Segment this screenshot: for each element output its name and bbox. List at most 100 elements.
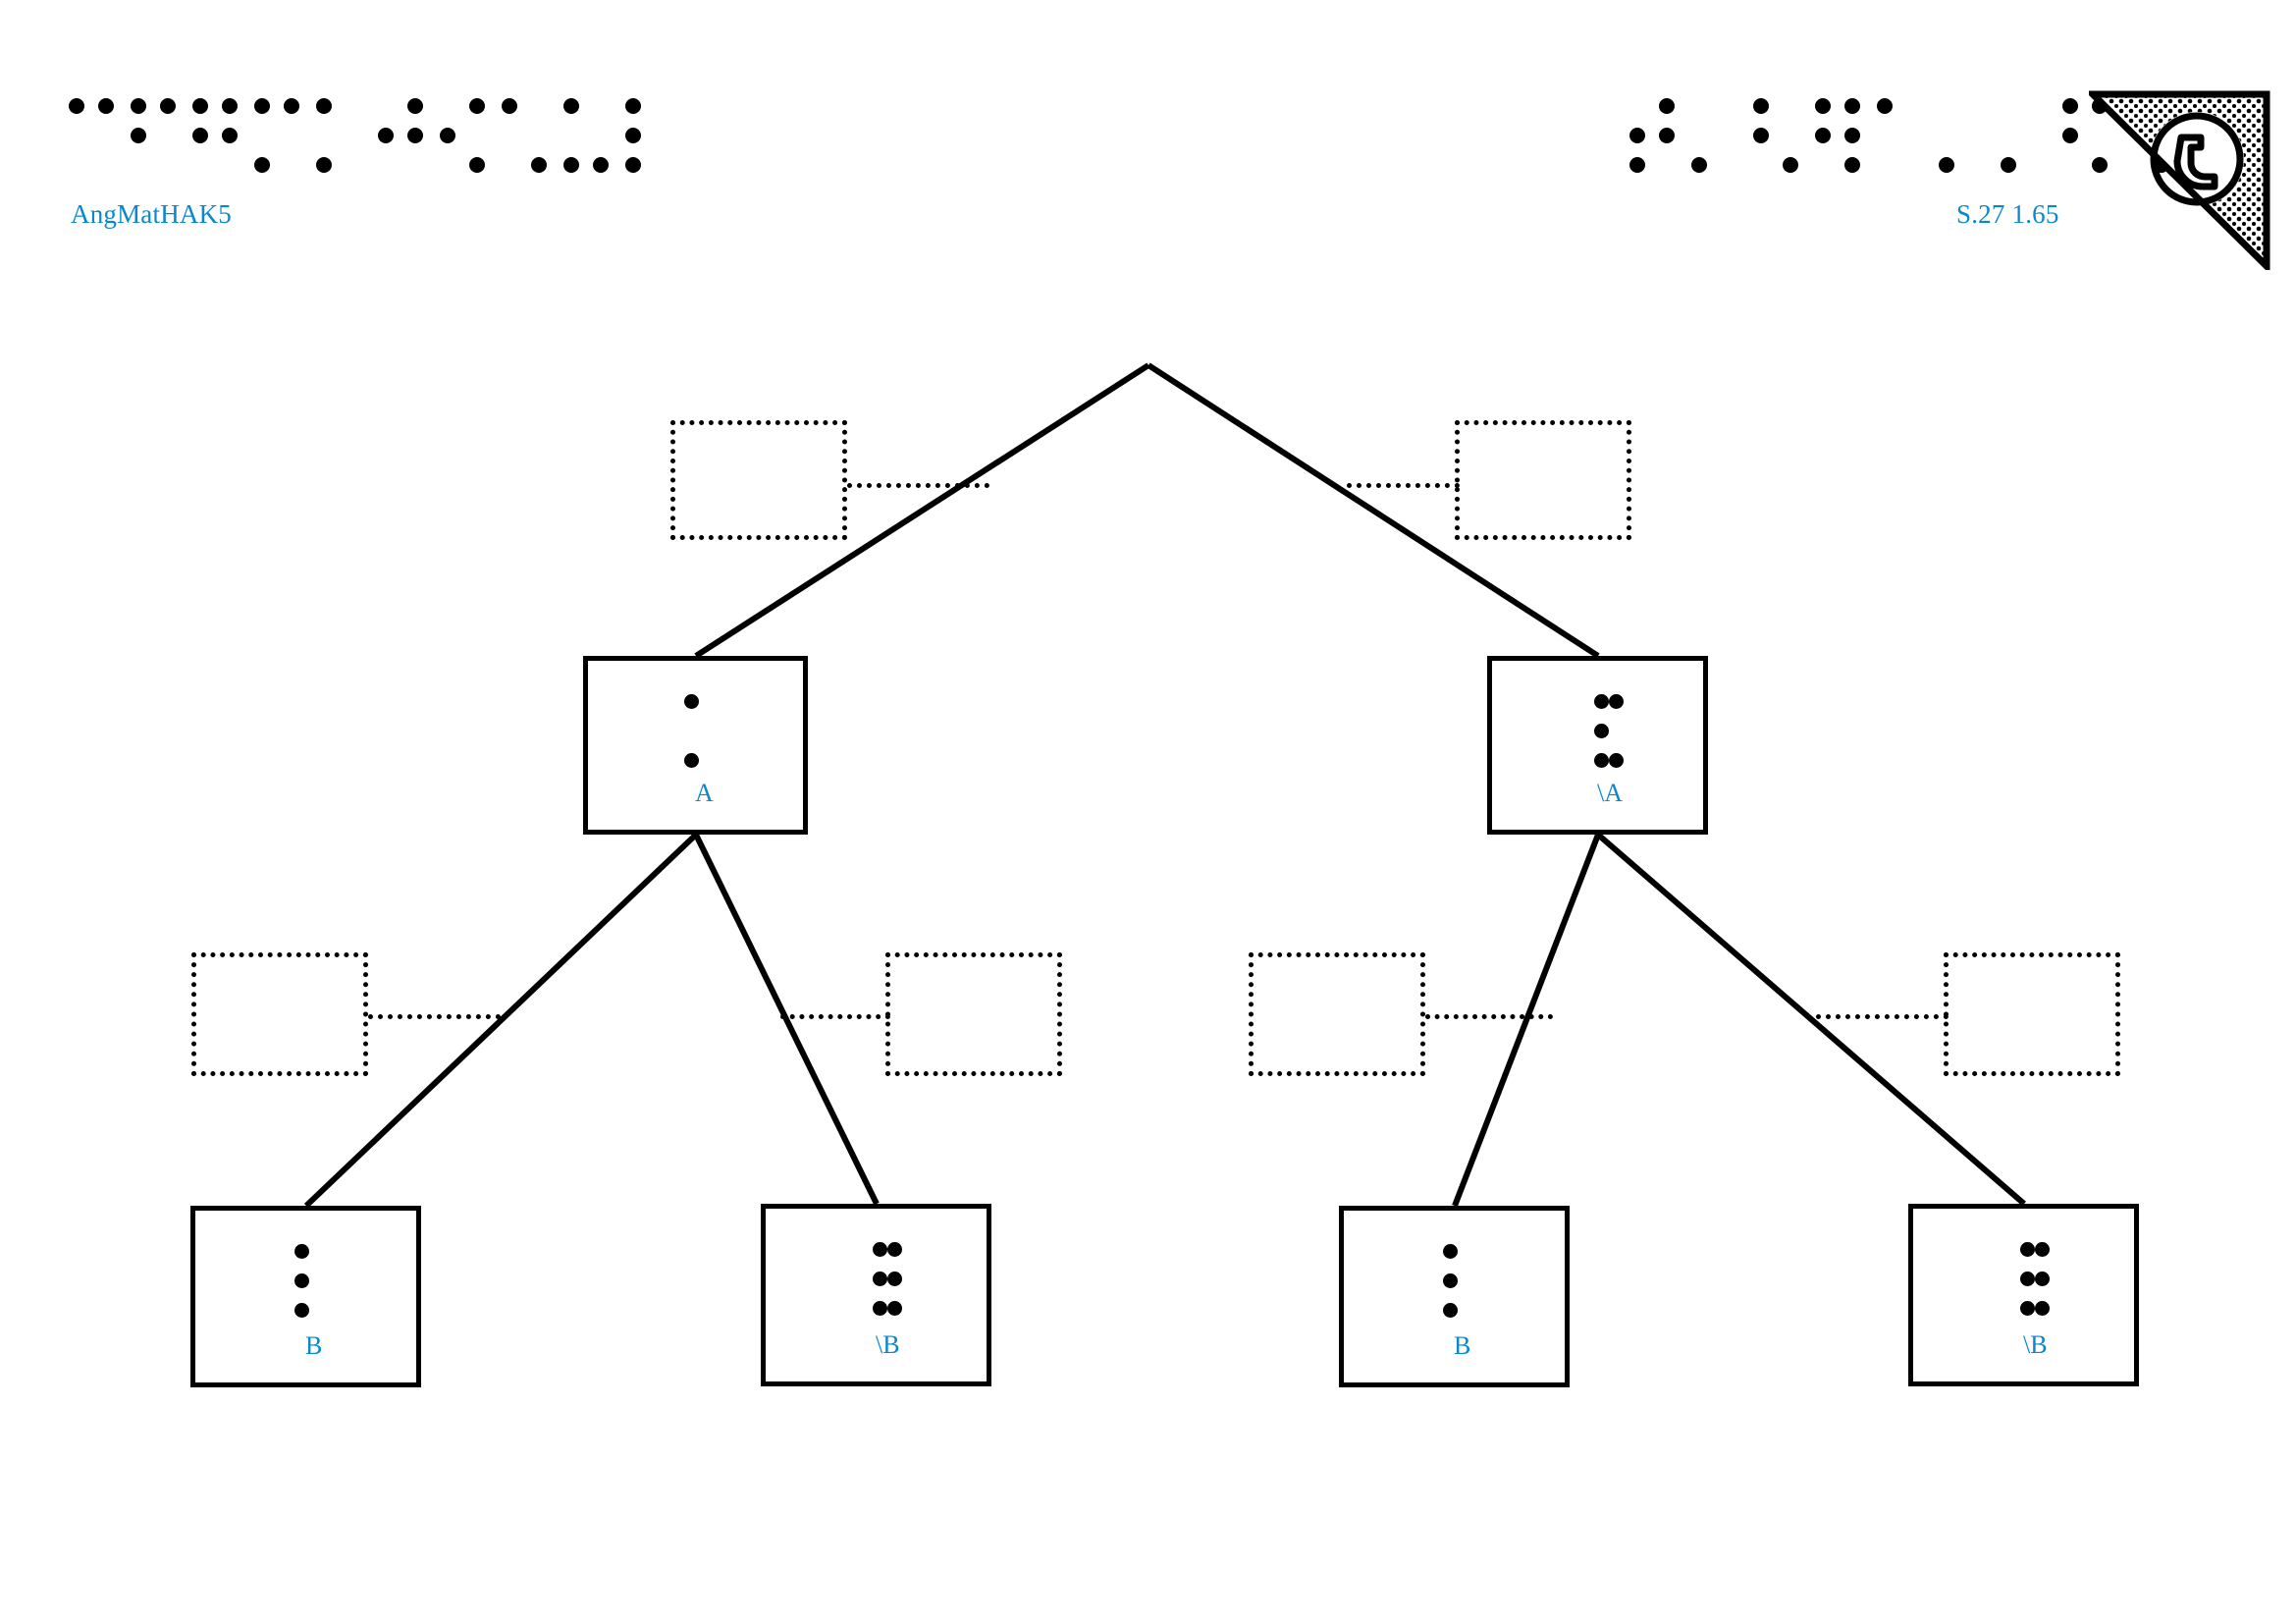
braille-cell (1815, 98, 1877, 173)
tree-node-A[interactable]: A (583, 656, 808, 835)
braille-dot-1 (684, 694, 699, 709)
braille-dot-1 (192, 98, 208, 114)
header-braille-left (69, 98, 687, 173)
braille-dot-3 (1939, 157, 1954, 173)
braille-dot-2 (131, 128, 146, 143)
node-braille (294, 1244, 339, 1318)
braille-cell (1443, 1244, 1487, 1318)
answer-box-leader-line (1816, 1014, 1949, 1019)
braille-dot-4 (1659, 98, 1675, 114)
braille-cell (843, 1242, 887, 1316)
braille-dot-3 (684, 753, 699, 768)
node-braille (1991, 1242, 2079, 1316)
node-braille (684, 694, 728, 768)
braille-cell (1691, 98, 1753, 173)
braille-dot-6 (873, 1301, 887, 1316)
braille-dot-6 (2020, 1301, 2035, 1316)
braille-dot-5 (873, 1272, 887, 1286)
braille-dot-3 (887, 1301, 902, 1316)
tree-node-B2[interactable]: B (1339, 1206, 1570, 1387)
braille-dot-3 (2001, 157, 2016, 173)
braille-dot-4 (98, 98, 114, 114)
braille-dot-3 (625, 157, 641, 173)
phone-icon-circle (2150, 112, 2244, 206)
braille-dot-6 (2092, 157, 2108, 173)
braille-cell (69, 98, 131, 173)
tree-edge (1452, 833, 1601, 1208)
braille-dot-4 (160, 98, 176, 114)
braille-dot-4 (2020, 1242, 2035, 1257)
braille-dot-3 (1609, 753, 1624, 768)
braille-dot-6 (531, 157, 547, 173)
answer-box-leader-line (780, 1014, 890, 1019)
tree-node-notA[interactable]: \A (1487, 656, 1708, 835)
braille-cell (1991, 1242, 2035, 1316)
empty-answer-box[interactable] (670, 420, 847, 540)
braille-dot-5 (222, 128, 238, 143)
braille-dot-5 (1594, 724, 1609, 738)
braille-dot-1 (2035, 1242, 2050, 1257)
tree-node-notB2[interactable]: \B (1908, 1204, 2139, 1386)
tree-edge (303, 832, 699, 1209)
braille-cell (316, 98, 378, 173)
braille-cell (2062, 98, 2124, 173)
tree-node-label: B (305, 1331, 323, 1360)
braille-dot-1 (131, 98, 146, 114)
braille-dot-1 (1877, 98, 1893, 114)
answer-box-leader-line (847, 483, 989, 488)
braille-dot-3 (316, 157, 332, 173)
corner-marker-svg (2084, 90, 2270, 275)
braille-dot-1 (1753, 98, 1769, 114)
braille-cell (1939, 98, 2001, 173)
braille-dot-1 (316, 98, 332, 114)
braille-dot-1 (69, 98, 84, 114)
braille-cell (192, 98, 254, 173)
braille-dot-3 (1443, 1303, 1458, 1318)
empty-answer-box[interactable] (885, 952, 1062, 1076)
braille-dot-2 (294, 1273, 309, 1288)
tree-node-B1[interactable]: B (190, 1206, 421, 1387)
tree-node-notB1[interactable]: \B (761, 1204, 991, 1386)
braille-dot-6 (1783, 157, 1798, 173)
braille-dot-5 (2020, 1272, 2035, 1286)
braille-cell (684, 694, 728, 768)
braille-dot-1 (1815, 98, 1831, 114)
empty-answer-box[interactable] (1455, 420, 1631, 540)
braille-dot-5 (407, 128, 423, 143)
braille-cell (1629, 98, 1691, 173)
tree-edge (1147, 362, 1600, 659)
braille-dot-2 (625, 128, 641, 143)
braille-cell (440, 98, 502, 173)
braille-cell (1609, 694, 1653, 768)
braille-dot-2 (1629, 128, 1645, 143)
braille-dot-1 (1609, 694, 1624, 709)
tree-edge (1596, 832, 2026, 1207)
braille-dot-6 (1844, 157, 1860, 173)
braille-dot-1 (1443, 1244, 1458, 1259)
braille-cell (1565, 694, 1609, 768)
empty-answer-box[interactable] (1944, 952, 2120, 1076)
braille-cell (563, 98, 625, 173)
braille-cell (378, 98, 440, 173)
braille-cell (2001, 98, 2062, 173)
phone-corner-marker (2084, 88, 2270, 275)
braille-dot-4 (407, 98, 423, 114)
braille-dot-4 (222, 98, 238, 114)
braille-cell (1753, 98, 1815, 173)
braille-dot-2 (887, 1272, 902, 1286)
braille-dot-1 (625, 98, 641, 114)
answer-box-leader-line (368, 1014, 501, 1019)
empty-answer-box[interactable] (191, 952, 368, 1076)
braille-dot-3 (563, 157, 579, 173)
node-braille (843, 1242, 932, 1316)
braille-cell (294, 1244, 339, 1318)
braille-dot-2 (1753, 128, 1769, 143)
tree-node-label: B (1454, 1331, 1471, 1360)
answer-box-leader-line (1425, 1014, 1553, 1019)
tree-node-label: \B (2023, 1330, 2048, 1359)
empty-answer-box[interactable] (1249, 952, 1425, 1076)
braille-dot-2 (2062, 128, 2078, 143)
braille-dot-6 (469, 157, 485, 173)
node-braille (1565, 694, 1653, 768)
